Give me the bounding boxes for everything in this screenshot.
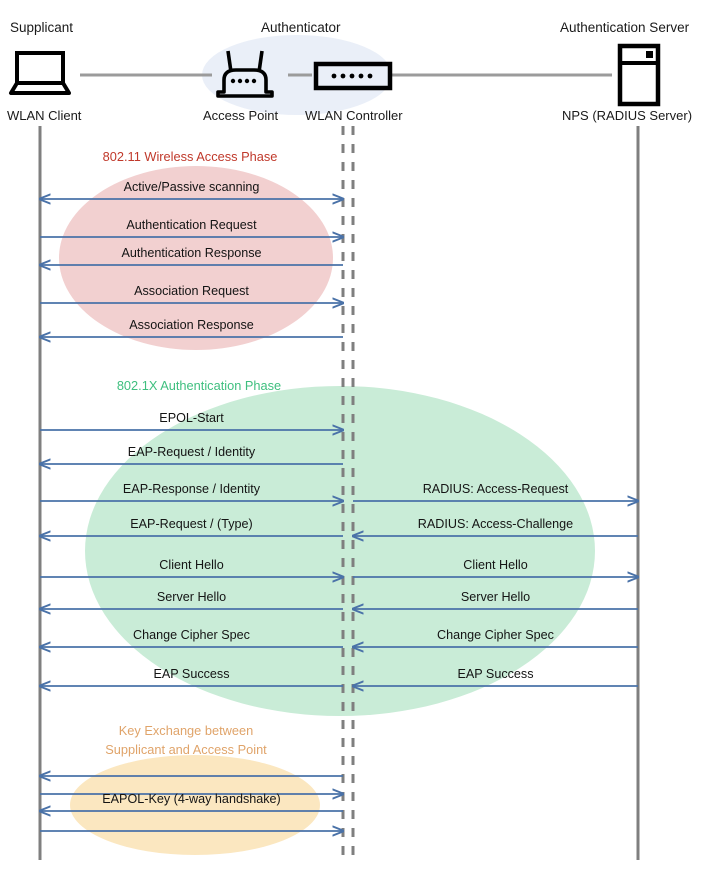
message-label: Change Cipher Spec (437, 628, 554, 642)
message-label: Client Hello (463, 558, 528, 572)
actor-device-wlan-controller: WLAN Controller (305, 108, 403, 123)
message-label: Association Request (134, 284, 249, 298)
actor-role-supplicant: Supplicant (10, 20, 74, 35)
phase-key-ellipse (70, 755, 320, 855)
message-label: EAP-Request / Identity (127, 445, 256, 459)
message-label: EAP Success (457, 667, 534, 681)
actor-role-auth-server: Authentication Server (560, 20, 690, 35)
phase-8021x-ellipse (85, 386, 595, 716)
wlan-controller-icon (313, 61, 393, 91)
message-label: EAPOL-Key (4-way handshake) (102, 792, 281, 806)
message-label: Authentication Request (126, 218, 257, 232)
phase-label-key-exchange-line1: Key Exchange between (118, 723, 254, 738)
phase-label-80211: 802.11 Wireless Access Phase (102, 149, 278, 164)
message-label: Server Hello (156, 590, 227, 604)
message-label: Association Response (129, 318, 254, 332)
message-label: EAP Success (153, 667, 230, 681)
message-label: EAP-Request / (Type) (130, 517, 253, 531)
message-label: Server Hello (460, 590, 531, 604)
phase-80211-ellipse (59, 166, 333, 350)
server-icon (617, 43, 661, 107)
message-label: Authentication Response (121, 246, 262, 260)
phase-label-key-exchange-line2: Supplicant and Access Point (105, 742, 267, 757)
actor-device-nps: NPS (RADIUS Server) (562, 108, 693, 123)
phase-label-key-exchange: Key Exchange between Supplicant and Acce… (105, 721, 267, 759)
actor-role-authenticator: Authenticator (261, 20, 341, 35)
message-label: EPOL-Start (159, 411, 224, 425)
actor-device-access-point: Access Point (203, 108, 279, 123)
actor-device-wlan-client: WLAN Client (7, 108, 82, 123)
access-point-icon (216, 50, 274, 98)
phase-label-8021x: 802.1X Authentication Phase (116, 378, 282, 393)
message-label: RADIUS: Access-Challenge (417, 517, 574, 531)
message-label: RADIUS: Access-Request (422, 482, 569, 496)
laptop-icon (9, 51, 71, 95)
message-arrow-layer (40, 199, 638, 831)
message-label: EAP-Response / Identity (122, 482, 261, 496)
message-label: Client Hello (159, 558, 224, 572)
message-label: Change Cipher Spec (133, 628, 250, 642)
message-label: Active/Passive scanning (123, 180, 260, 194)
